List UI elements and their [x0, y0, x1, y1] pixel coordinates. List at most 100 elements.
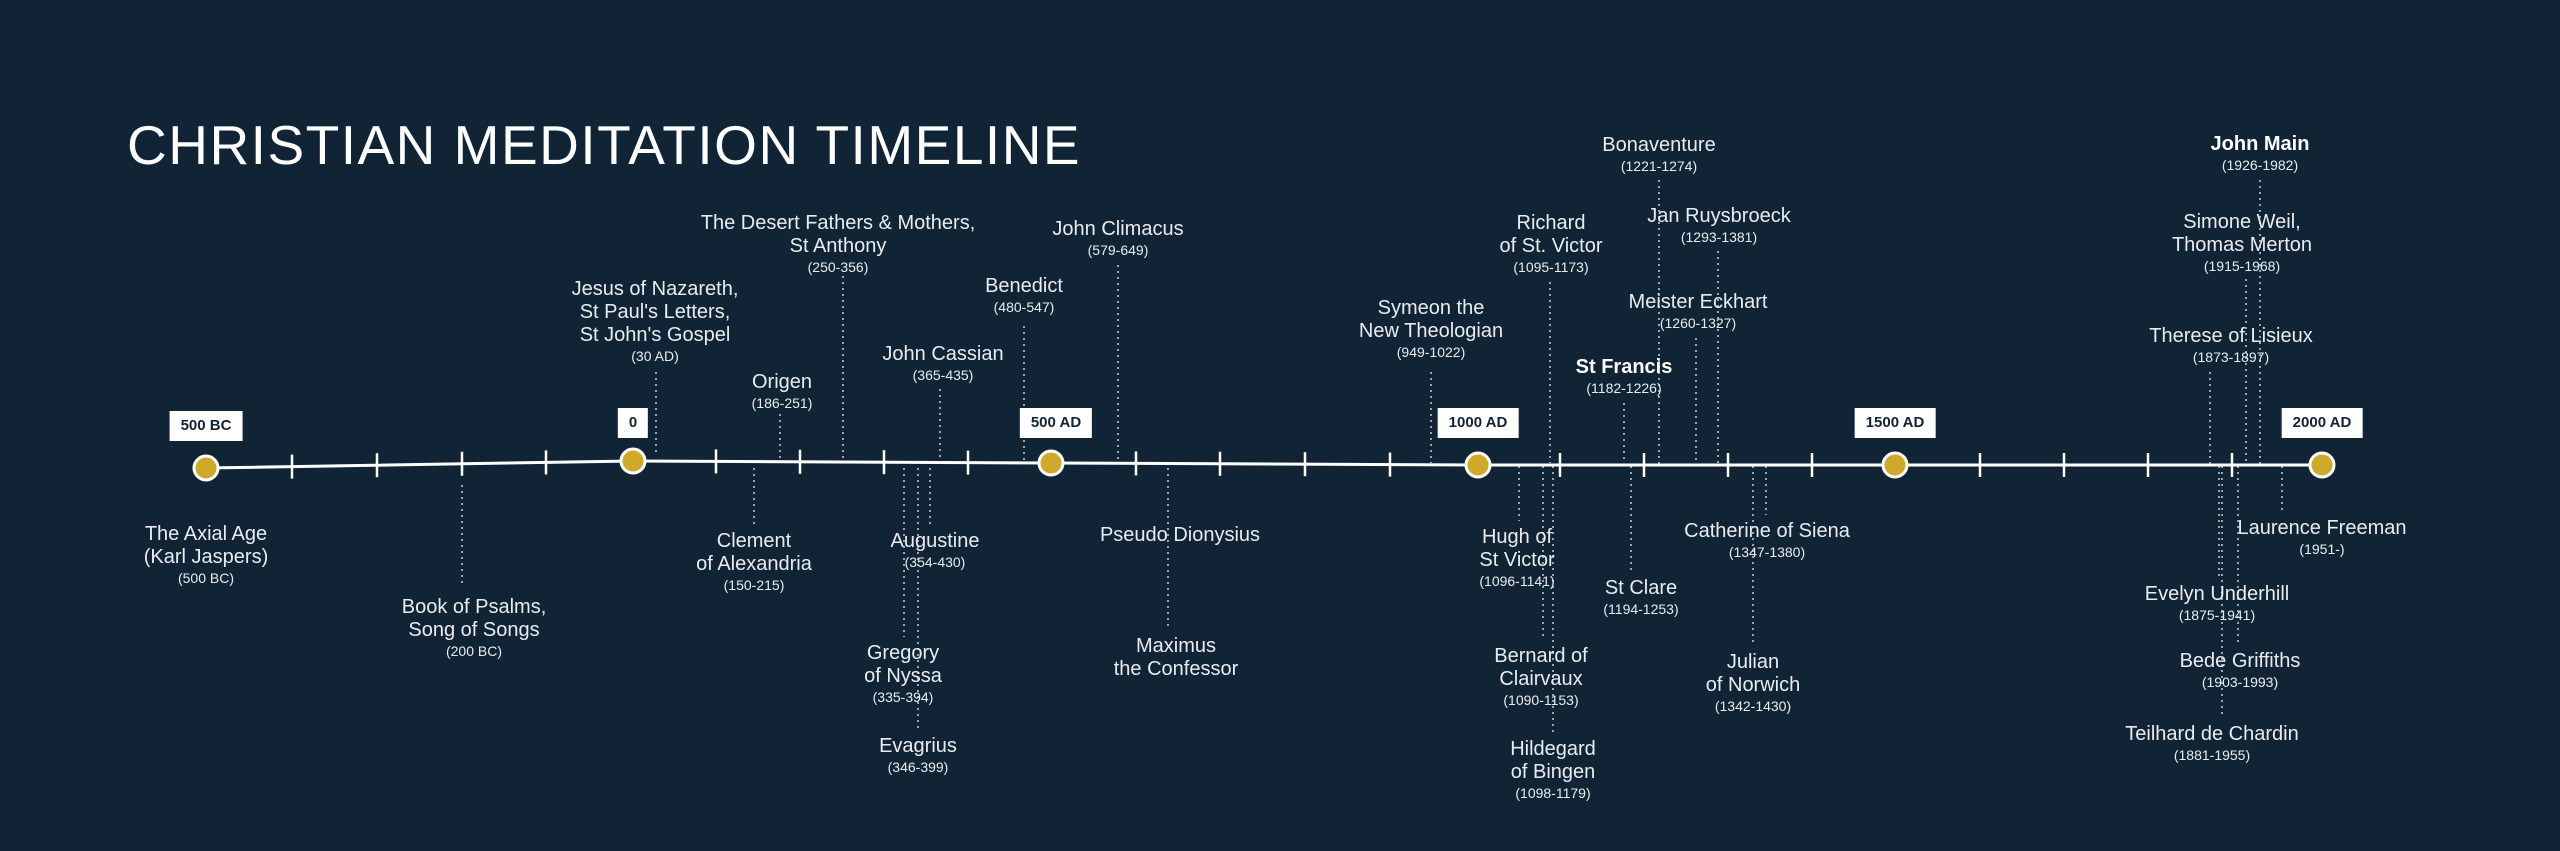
- era-marker-label: 1500 AD: [1854, 408, 1936, 438]
- event-name: Meister Eckhart: [1628, 291, 1768, 313]
- event-dates: (1903-1993): [2201, 674, 2279, 690]
- event-dates: (346-399): [887, 759, 949, 775]
- event-name: of Nyssa: [864, 665, 942, 687]
- event-name: Book of Psalms,: [401, 596, 547, 618]
- event-name: Richard: [1516, 212, 1586, 234]
- page-title: CHRISTIAN MEDITATION TIMELINE: [127, 114, 1082, 176]
- event-name: St John's Gospel: [579, 324, 731, 346]
- timeline-event: John Climacus (579-649): [1052, 218, 1183, 260]
- event-name: Catherine of Siena: [1684, 520, 1850, 542]
- timeline-event: Benedict (480-547): [985, 275, 1063, 317]
- event-name: Thomas Merton: [2171, 234, 2313, 256]
- timeline-event: Bonaventure(1221-1274): [1602, 134, 1715, 176]
- event-name: John Main: [2210, 133, 2310, 155]
- timeline-axis: [205, 459, 2322, 470]
- timeline-event: St Clare (1194-1253): [1603, 577, 1678, 619]
- timeline-event: Pseudo Dionysius: [1100, 524, 1260, 547]
- event-name: Augustine: [890, 530, 980, 552]
- event-name: John Climacus: [1052, 218, 1184, 240]
- era-marker-label: 2000 AD: [2281, 408, 2363, 438]
- event-name: Song of Songs: [408, 619, 540, 641]
- event-name: the Confessor: [1113, 658, 1239, 680]
- event-dates: (1090-1153): [1503, 692, 1579, 708]
- event-name: of Norwich: [1705, 674, 1801, 696]
- timeline-event: Therese of Lisieux (1873-1897): [2149, 325, 2312, 367]
- event-dates: (1221-1274): [1620, 158, 1698, 174]
- era-marker-label: 500 BC: [169, 411, 243, 441]
- event-name: Teilhard de Chardin: [2125, 723, 2299, 745]
- event-name: Therese of Lisieux: [2149, 325, 2313, 347]
- timeline-event: Jesus of Nazareth,St Paul's Letters,St J…: [572, 278, 739, 366]
- event-name: St Paul's Letters,: [579, 301, 731, 323]
- event-dates: (354-430): [904, 554, 966, 570]
- event-dates: (1182-1226): [1586, 380, 1662, 396]
- event-dates: (1194-1253): [1603, 601, 1679, 617]
- timeline-event: Bede Griffiths (1903-1993): [2180, 650, 2301, 692]
- event-name: Benedict: [985, 275, 1063, 297]
- event-dates: (1342-1430): [1714, 698, 1792, 714]
- event-name: Evelyn Underhill: [2144, 583, 2290, 605]
- event-name: New Theologian: [1358, 320, 1504, 342]
- event-dates: (186-251): [751, 395, 813, 411]
- event-name: of Alexandria: [696, 553, 812, 575]
- event-dates: (30 AD): [631, 348, 679, 364]
- event-dates: (480-547): [993, 299, 1055, 315]
- event-name: of Bingen: [1510, 761, 1596, 783]
- event-name: St Victor: [1479, 549, 1555, 571]
- event-dates: (365-435): [912, 367, 974, 383]
- timeline-event: Teilhard de Chardin (1881-1955): [2125, 723, 2298, 765]
- event-name: The Axial Age: [144, 523, 268, 545]
- event-name: The Desert Fathers & Mothers,: [700, 212, 976, 234]
- event-dates: (150-215): [723, 577, 785, 593]
- event-name: Bede Griffiths: [2179, 650, 2301, 672]
- event-dates: (500 BC): [177, 570, 235, 586]
- event-name: Hugh of: [1481, 526, 1553, 548]
- timeline-event: Evagrius (346-399): [879, 735, 957, 777]
- event-name: St Francis: [1575, 356, 1673, 378]
- timeline-event: Evelyn Underhill(1875-1941): [2145, 583, 2290, 625]
- event-name: (Karl Jaspers): [143, 546, 269, 568]
- event-name: Evagrius: [879, 735, 957, 757]
- era-marker-dot: [1037, 449, 1065, 477]
- event-name: Laurence Freeman: [2237, 517, 2407, 539]
- event-dates: (1881-1955): [2173, 747, 2251, 763]
- event-dates: (1873-1897): [2192, 349, 2270, 365]
- event-dates: (1098-1179): [1515, 785, 1591, 801]
- event-name: Gregory: [866, 642, 940, 664]
- era-marker-dot: [192, 454, 220, 482]
- event-dates: (1951-): [2299, 541, 2345, 557]
- event-dates: (1915-1968): [2203, 258, 2281, 274]
- era-marker-dot: [619, 447, 647, 475]
- timeline-event: Simone Weil,Thomas Merton (1915-1968): [2172, 211, 2312, 276]
- event-name: St Clare: [1604, 577, 1678, 599]
- event-name: Hildegard: [1510, 738, 1596, 760]
- timeline-event: The Axial Age(Karl Jaspers) (500 BC): [144, 523, 268, 588]
- event-name: Bernard of: [1494, 645, 1588, 667]
- timeline-event: The Desert Fathers & Mothers,St Anthony(…: [701, 212, 976, 277]
- event-name: St Anthony: [789, 235, 887, 257]
- era-marker-label: 500 AD: [1019, 408, 1093, 438]
- event-name: Jesus of Nazareth,: [571, 278, 739, 300]
- event-name: of St. Victor: [1499, 235, 1603, 257]
- event-name: Pseudo Dionysius: [1099, 524, 1261, 546]
- event-dates: (1293-1381): [1680, 229, 1758, 245]
- event-name: John Cassian: [882, 343, 1004, 365]
- timeline-event: Origen(186-251): [752, 371, 813, 413]
- event-name: Julian: [1726, 651, 1780, 673]
- event-dates: (1095-1173): [1513, 259, 1589, 275]
- timeline-event: Catherine of Siena(1347-1380): [1684, 520, 1850, 562]
- timeline-event: John Cassian (365-435): [882, 343, 1003, 385]
- event-dates: (579-649): [1087, 242, 1149, 258]
- era-marker-dot: [2308, 451, 2336, 479]
- event-name: Simone Weil,: [2183, 211, 2301, 233]
- era-marker-dot: [1464, 451, 1492, 479]
- event-name: Maximus: [1135, 635, 1217, 657]
